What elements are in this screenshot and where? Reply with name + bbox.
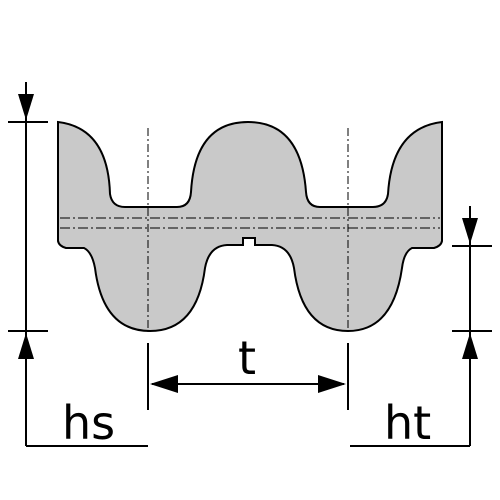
timing-belt-section (57, 120, 443, 333)
hs-arrow-down (18, 94, 34, 120)
hs-label: hs (62, 396, 115, 450)
t-label: t (238, 331, 256, 385)
t-arrow-left (150, 375, 178, 393)
t-arrow-right (318, 375, 346, 393)
hs-arrow-up (18, 333, 34, 359)
ht-arrow-down (462, 218, 478, 244)
ht-arrow-up (462, 333, 478, 359)
ht-label: ht (384, 396, 431, 450)
